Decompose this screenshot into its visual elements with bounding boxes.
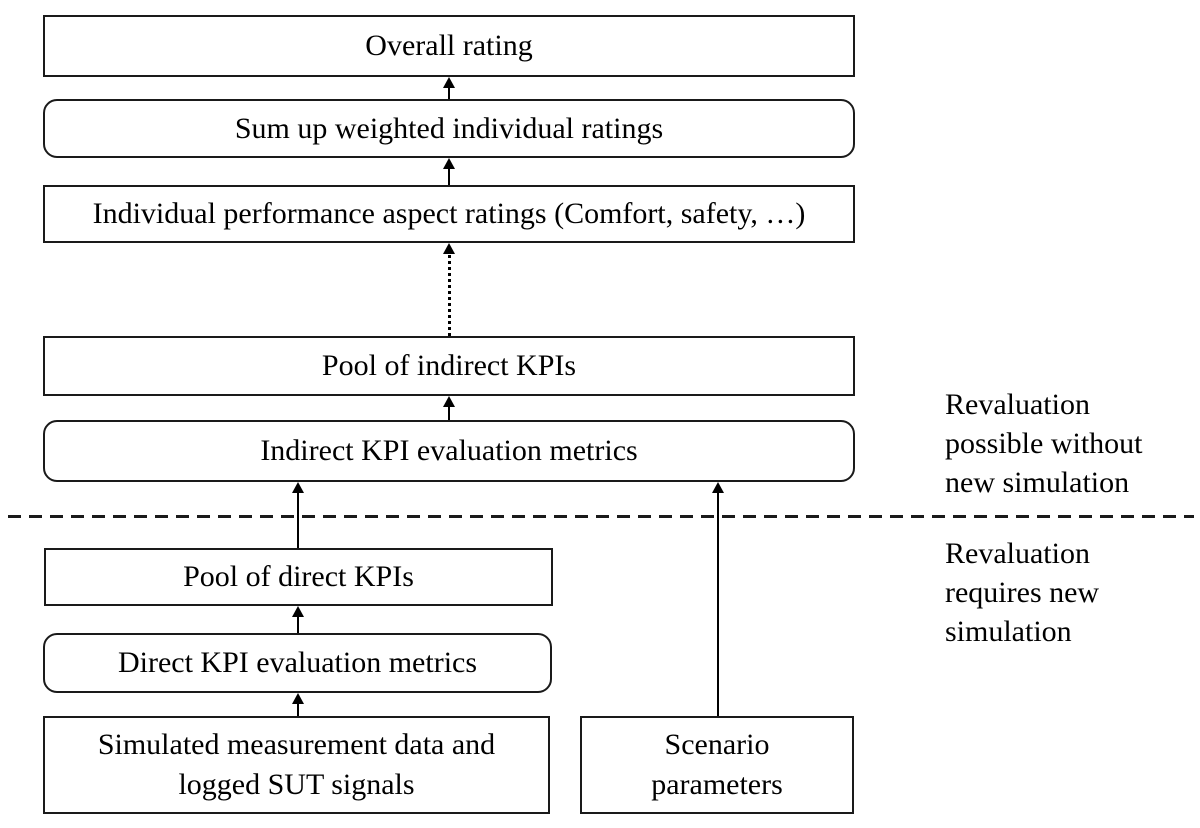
arrowhead-up-icon [443, 243, 455, 254]
annotation-line: simulation [945, 615, 1072, 648]
arrow-shaft [297, 613, 299, 633]
arrowhead-up-icon [712, 482, 724, 493]
arrowhead-up-icon [443, 77, 455, 88]
arrow-individual-to-sum [443, 158, 455, 185]
arrow-shaft [448, 165, 450, 185]
annotation-line: possible without [945, 427, 1143, 460]
annotation-line: Revaluation [945, 388, 1090, 421]
box-direct-kpi-metrics-label: Direct KPI evaluation metrics [117, 646, 478, 679]
box-simulated-measurement-data-label: Simulated measurement data and logged SU… [97, 728, 496, 801]
arrow-shaft [717, 489, 719, 716]
box-simulated-measurement-data: Simulated measurement data and logged SU… [43, 716, 550, 814]
arrowhead-up-icon [292, 482, 304, 493]
arrowhead-up-icon [443, 396, 455, 407]
box-direct-kpi-metrics: Direct KPI evaluation metrics [43, 633, 552, 693]
arrow-pool-direct-to-indirect-metrics [292, 482, 304, 548]
annotation-revaluation-without-simulation: Revaluation possible without new simulat… [945, 385, 1195, 502]
divider-dashed-line [8, 515, 1194, 518]
box-overall-rating-label: Overall rating [365, 29, 533, 62]
arrow-indirect-metrics-to-pool-indirect [443, 396, 455, 420]
box-sum-weighted-ratings: Sum up weighted individual ratings [43, 99, 855, 158]
arrow-shaft-dotted [447, 250, 451, 336]
box-scenario-parameters-label: Scenario parameters [651, 728, 783, 801]
box-pool-indirect-kpis-label: Pool of indirect KPIs [321, 349, 577, 382]
annotation-line: Revaluation [945, 537, 1090, 570]
arrow-direct-metrics-to-pool-direct [292, 606, 304, 633]
box-pool-direct-kpis-label: Pool of direct KPIs [183, 560, 414, 593]
box-indirect-kpi-metrics-label: Indirect KPI evaluation metrics [260, 434, 638, 467]
arrow-sum-to-overall [443, 77, 455, 99]
box-indirect-kpi-metrics: Indirect KPI evaluation metrics [43, 420, 855, 482]
arrowhead-up-icon [292, 693, 304, 704]
annotation-line: requires new [945, 576, 1100, 609]
arrow-simulated-to-direct-metrics [292, 693, 304, 716]
arrow-shaft [448, 84, 450, 99]
box-pool-indirect-kpis: Pool of indirect KPIs [43, 336, 855, 396]
box-overall-rating: Overall rating [43, 15, 855, 77]
arrowhead-up-icon [443, 158, 455, 169]
arrow-dotted-pool-indirect-to-individual [443, 243, 455, 336]
arrow-shaft [297, 489, 299, 548]
box-individual-aspect-ratings-label: Individual performance aspect ratings (C… [92, 197, 806, 230]
annotation-revaluation-requires-simulation: Revaluation requires new simulation [945, 534, 1195, 651]
arrow-shaft [297, 700, 299, 716]
box-pool-direct-kpis: Pool of direct KPIs [44, 548, 553, 606]
box-individual-aspect-ratings: Individual performance aspect ratings (C… [43, 185, 855, 243]
arrow-shaft [448, 403, 450, 420]
annotation-line: new simulation [945, 466, 1130, 499]
box-sum-weighted-ratings-label: Sum up weighted individual ratings [234, 111, 664, 145]
arrow-scenario-to-indirect-metrics [712, 482, 724, 716]
box-scenario-parameters: Scenario parameters [580, 716, 854, 814]
arrowhead-up-icon [292, 606, 304, 617]
